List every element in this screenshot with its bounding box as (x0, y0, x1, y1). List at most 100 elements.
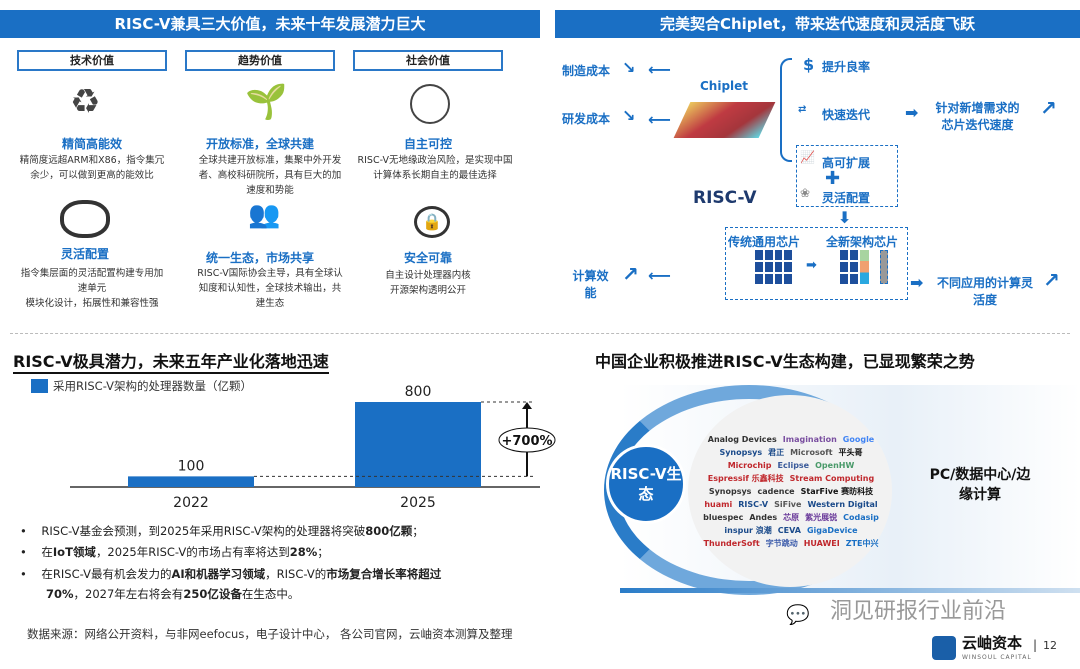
data-source: 数据来源：网络公开资料，与非网eefocus，电子设计中心， 各公司官网，云岫资… (27, 627, 513, 641)
logo-cloud (688, 395, 892, 587)
company-logo: GigaDevice (806, 526, 858, 535)
right-arrow-icon: ➡ (910, 273, 924, 292)
company-logo: bluespec (703, 513, 744, 522)
bullet-2: • 在IoT领域，2025年RISC-V的市场占有率将达到28%； (20, 545, 329, 559)
legend-swatch (31, 379, 48, 393)
lock-icon: 🔒 (414, 206, 450, 238)
page-number-divider: | (1033, 638, 1038, 652)
value-bullet: 全球共建开放标准，集聚中外开发者、高校科研院所，具有巨大的加速度和势能 (198, 155, 342, 196)
column-header-trend: 趋势价值 (185, 50, 335, 71)
flexibility-result: 不同应用的计算灵活度 (936, 276, 1033, 307)
company-logo: Microsoft (790, 448, 833, 457)
globe-icon (410, 84, 450, 124)
company-logo: Espressif 乐鑫科技 (707, 474, 784, 483)
new-chip-grid (840, 250, 858, 284)
growth-label: +700% (501, 434, 552, 449)
left-arrow-icon: ⟵ (648, 110, 671, 129)
company-logo: RISC-V (738, 500, 769, 509)
company-logo: Eclipse (777, 461, 810, 470)
brand-name-en: WINSOUL CAPITAL (962, 654, 1032, 661)
chiplet-label: Chiplet (700, 79, 749, 93)
company-logo: ThunderSoft (703, 539, 760, 548)
value-bullet: RISC-V无地缘政治风险，是实现中国计算体系长期自主的最佳选择 (357, 155, 513, 181)
top-right-banner: 完美契合Chiplet，带来迭代速度和灵活度飞跃 (555, 10, 1080, 38)
value-title: 精简高能效 (61, 137, 122, 151)
bullet-3: • 在RISC-V最有机会发力的AI和机器学习领域，RISC-V的市场复合增长率… (20, 567, 442, 601)
new-chip-label: 全新架构芯片 (826, 235, 899, 249)
dollar-icon: $ (803, 55, 815, 74)
bar-value-label: 100 (178, 458, 205, 474)
company-logo: Microchip (727, 461, 772, 470)
company-logo: Stream Computing (789, 474, 875, 483)
bar-value-label: 800 (405, 384, 432, 400)
recycle-leaf-icon: ♻ (70, 82, 101, 122)
benefit-iteration: 快速迭代 (822, 108, 871, 122)
left-arrow-icon: ⟵ (648, 60, 671, 79)
company-logo: HUAWEI (803, 539, 840, 548)
x-tick-label: 2025 (400, 495, 436, 510)
company-logo: cadence (757, 487, 795, 496)
traditional-chip-grid (755, 250, 792, 284)
compute-efficiency-label: 计算效能 (572, 269, 609, 300)
divider (10, 333, 1070, 334)
iteration-result: 针对新增需求的芯片迭代速度 (935, 101, 1020, 132)
value-text: 指令集层面的灵活配置构建专用加速单元 模块化设计，拓展性和兼容性强 (17, 266, 167, 311)
legend-label: 采用RISC-V架构的处理器数量（亿颗） (53, 379, 253, 393)
value-title: 自主可控 (403, 137, 452, 151)
x-tick-label: 2022 (173, 495, 209, 510)
company-logo: Synopsys (708, 487, 752, 496)
value-bullet: 精简度远超ARM和X86，指令集冗余少，可以做到更高的能效比 (19, 155, 165, 181)
company-logo: Imagination (782, 435, 837, 444)
value-text: RISC-V无地缘政治风险，是实现中国计算体系长期自主的最佳选择 (355, 153, 515, 183)
down-arrow-icon: ↘ (622, 106, 636, 125)
benefit-scale: 高可扩展 (822, 156, 871, 170)
company-logo: StarFive 赛昉科技 (800, 487, 874, 496)
benefit-yield: 提升良率 (822, 60, 871, 74)
bar-2022 (128, 476, 254, 487)
brand-name: 云岫资本 (962, 634, 1023, 652)
bottom-bar (620, 588, 1080, 593)
company-logo: 紫光展锐 (805, 513, 838, 522)
value-bullet: RISC-V国际协会主导，具有全球认知度和认知性，全球技术输出，共建生态 (197, 268, 343, 309)
value-text: RISC-V国际协会主导，具有全球认知度和认知性，全球技术输出，共建生态 (195, 266, 345, 311)
value-bullet: 模块化设计，拓展性和兼容性强 (25, 298, 159, 309)
application-label: PC/数据中心/边缘计算 (929, 467, 1031, 503)
right-arrow-icon: ➡ (905, 103, 919, 122)
pretzel-icon (60, 200, 110, 238)
accelerator-blocks (860, 250, 869, 284)
value-title: 统一生态，市场共享 (205, 251, 314, 265)
company-logo: SiFive (774, 500, 802, 509)
company-logo: OpenHW (815, 461, 855, 470)
company-logo: Google (842, 435, 875, 444)
up-arrow-icon: ↗ (1043, 268, 1060, 292)
rd-cost-label: 研发成本 (562, 112, 611, 126)
company-logo: Western Digital (807, 500, 878, 509)
company-logo: 芯原 (783, 513, 800, 522)
chart-up-icon: 📈 (800, 150, 815, 164)
company-logo: Codasip (843, 513, 879, 522)
company-logo: inspur 浪潮 (724, 526, 772, 535)
team-idea-icon: 👥 (248, 200, 281, 230)
value-bullet: 开源架构透明公开 (389, 285, 466, 296)
iteration-icon: ⇄ (798, 104, 807, 115)
scale-config-box (796, 145, 898, 207)
value-title: 开放标准，全球共建 (205, 137, 314, 151)
wechat-watermark: 洞见研报行业前沿 (830, 599, 1007, 624)
bottom-left-title: RISC-V极具潜力，未来五年产业化落地迅速 (13, 348, 329, 374)
column-header-tech: 技术价值 (17, 50, 167, 71)
benefit-config: 灵活配置 (822, 191, 871, 205)
company-logo: CEVA (777, 526, 801, 535)
page-number: 12 (1043, 639, 1057, 652)
risc-v-ecosystem-circle: RISC-V生态 (606, 444, 686, 524)
right-arrow-icon: ➡ (806, 258, 817, 273)
company-logo: Synopsys (719, 448, 763, 457)
column-header-social: 社会价值 (353, 50, 503, 71)
growth-arrow-head (522, 402, 532, 409)
pretzel-icon: ❀ (800, 186, 811, 200)
sprout-icon: 🌱 (245, 82, 288, 122)
company-logo: Analog Devices (707, 435, 777, 444)
bottom-right-title: 中国企业积极推进RISC-V生态构建，已显现繁荣之势 (595, 352, 975, 371)
value-title: 灵活配置 (60, 247, 109, 261)
top-left-banner: RISC-V兼具三大价值，未来十年发展潜力巨大 (0, 10, 540, 38)
